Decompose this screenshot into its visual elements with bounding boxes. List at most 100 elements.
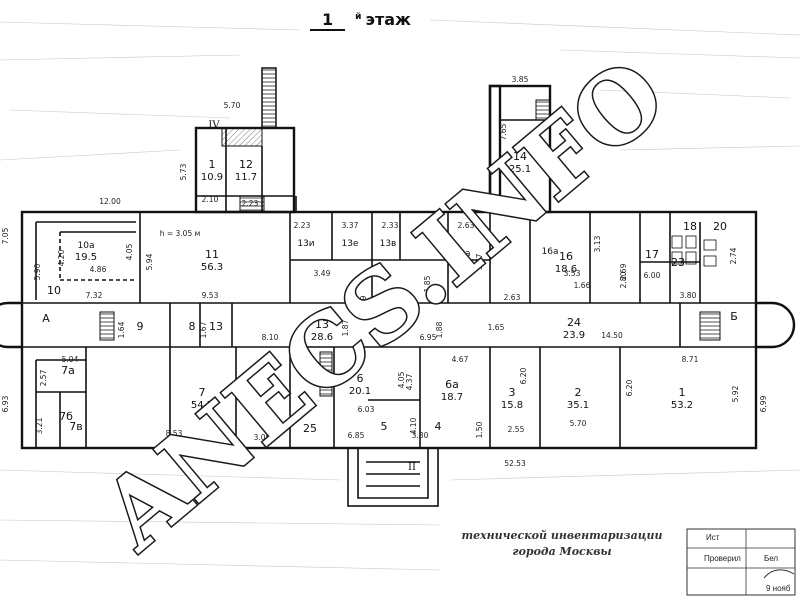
dimension-label: 3.30 xyxy=(366,269,383,278)
room-label-r3: 3 xyxy=(509,386,516,399)
dimension-label: 9.53 xyxy=(202,291,219,300)
dimension-label: 2.63 xyxy=(504,293,521,302)
dimension-label: 52.53 xyxy=(504,459,526,468)
room-label-r8: 8 xyxy=(189,320,196,333)
room-label-r4: 4 xyxy=(435,420,442,433)
dimension-label: 5.90 xyxy=(33,263,42,280)
room-area-r7: 54.7 xyxy=(191,400,213,411)
room-label-r13: 13 xyxy=(209,320,223,333)
dimension-label: 3.80 xyxy=(680,291,697,300)
dimension-label: 4.37 xyxy=(405,373,414,390)
dimension-label: 5.73 xyxy=(179,163,188,180)
room-area-r12: 11.7 xyxy=(235,172,257,183)
dimension-label: 5.92 xyxy=(731,385,740,402)
dimension-label: 2.10 xyxy=(202,195,219,204)
dimension-label: 8.10 xyxy=(262,333,279,342)
room-label-r13a: 13а xyxy=(454,249,471,259)
room-label-r7a: 7а xyxy=(61,364,75,377)
room-area-r3: 15.8 xyxy=(501,400,523,411)
room-label-r6a: 6а xyxy=(445,378,459,391)
room-label-r23: 23 xyxy=(671,256,685,269)
dimension-label: 5.70 xyxy=(570,419,587,428)
dimension-label: 3.80 xyxy=(412,431,429,440)
dimension-label: 3.59 xyxy=(359,295,368,312)
dimension-label: 6.99 xyxy=(759,395,768,412)
dimension-label: 7.32 xyxy=(86,291,103,300)
watermark: ANECS.INFO xyxy=(78,36,687,573)
dimension-label: 4.05 xyxy=(397,371,406,388)
dimension-label: 4.86 xyxy=(90,265,107,274)
room-label-r1: 1 xyxy=(679,386,686,399)
room-label-r7v: 7в xyxy=(69,420,82,433)
room-label-r2: 2 xyxy=(575,386,582,399)
room-area-r6: 20.1 xyxy=(349,386,371,397)
dimension-label: 5.04 xyxy=(62,355,79,364)
room-label-r11: 11 xyxy=(205,248,219,261)
dimension-label: 1.87 xyxy=(341,319,350,336)
dimension-label: 7.65 xyxy=(499,123,508,140)
dimension-label: 1.88 xyxy=(435,321,444,338)
dimension-label: 2.23 xyxy=(294,221,311,230)
room-label-r13b: 13в xyxy=(380,239,397,249)
dimension-label: 5.94 xyxy=(145,253,154,270)
room-area-r1a: 10.9 xyxy=(201,172,223,183)
room-label-r9: 9 xyxy=(137,320,144,333)
title-block: Ист Проверил Бел 9 нояб xyxy=(686,528,796,596)
dimension-label: 6.20 xyxy=(625,379,634,396)
dimension-label: 2.80 xyxy=(619,271,628,288)
dimension-label: 14.50 xyxy=(601,331,623,340)
dimension-label: 2.74 xyxy=(729,247,738,264)
section-mark: II xyxy=(408,462,416,473)
dimension-label: h = 3.05 м xyxy=(160,229,201,238)
title-block-tag-1: Ист xyxy=(706,533,720,542)
dimension-label: 3.85 xyxy=(512,75,529,84)
room-label-r6: 6 xyxy=(357,372,364,385)
interior-walls xyxy=(22,119,756,448)
dimension-label: 4.67 xyxy=(452,355,469,364)
dimension-label: 3.21 xyxy=(35,417,44,434)
room-area-r6a: 18.7 xyxy=(441,392,463,403)
floor-number: 1 xyxy=(310,10,346,31)
dimension-label: 1.50 xyxy=(475,421,484,438)
room-label-r18: 18 xyxy=(683,220,697,233)
dimension-label: 8.53 xyxy=(166,429,183,438)
room-label-r14: 14 xyxy=(513,150,527,163)
room-label-r12: 12 xyxy=(239,158,253,171)
room-label-r7b: 7б xyxy=(59,410,73,423)
room-label-r1a: 1 xyxy=(209,158,216,171)
dimension-label: 3.37 xyxy=(342,221,359,230)
room-label-r10a: 10а xyxy=(78,241,95,251)
room-area-r13area: 28.6 xyxy=(311,332,333,343)
dimension-label: 1.66 xyxy=(574,281,591,290)
dimension-label: 3.53 xyxy=(564,269,581,278)
room-label-r20: 20 xyxy=(713,220,727,233)
bti-stamp: технической инвентаризации города Москвы xyxy=(457,528,667,560)
background-noise xyxy=(0,19,800,571)
dimension-label: 4.20 xyxy=(57,249,66,266)
room-area-r2: 35.1 xyxy=(567,400,589,411)
room-area-r11: 56.3 xyxy=(201,262,223,273)
dimension-label: 6.00 xyxy=(644,271,661,280)
watermark-text: ANECS.INFO xyxy=(80,38,686,572)
room-area-r1: 53.2 xyxy=(671,400,693,411)
dimension-label: 6.93 xyxy=(1,395,10,412)
room-area-r24: 23.9 xyxy=(563,330,585,341)
dimension-label: 2.57 xyxy=(39,369,48,386)
room-label-r13area: 13 xyxy=(315,318,329,331)
room-label-A: A xyxy=(42,312,50,325)
dimension-label: 4.10 xyxy=(409,417,418,434)
dimension-label: 12.00 xyxy=(99,197,121,206)
room-label-r13u: 13и xyxy=(297,239,314,249)
room-area-r16: 18.6 xyxy=(555,264,577,275)
dimension-label: 8.71 xyxy=(682,355,699,364)
room-area-r14: 25.1 xyxy=(509,164,531,175)
dimension-label: 2.33 xyxy=(382,221,399,230)
dimension-label: 3.49 xyxy=(314,269,331,278)
dimension-label: 6.95 xyxy=(420,333,437,342)
